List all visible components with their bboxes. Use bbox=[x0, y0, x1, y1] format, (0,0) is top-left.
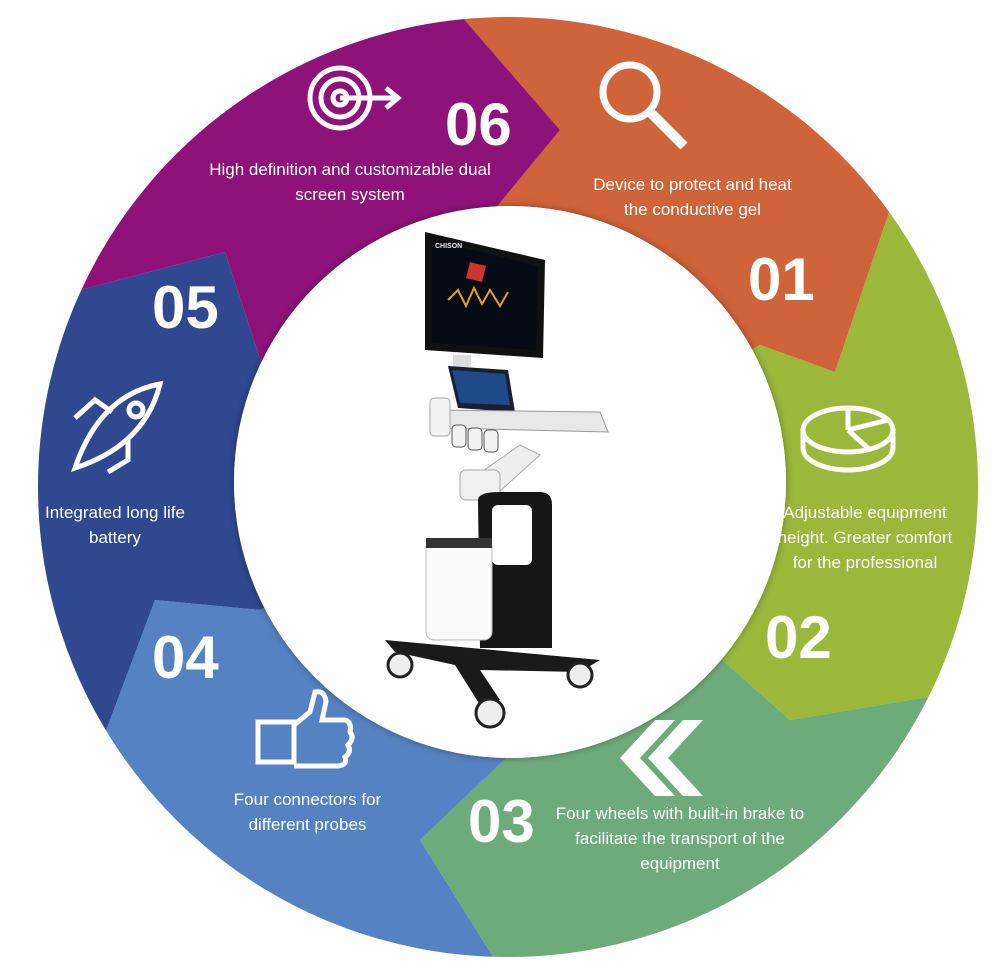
segment-02-text: Adjustable equipment height. Greater com… bbox=[777, 503, 953, 572]
segment-05-number: 05 bbox=[152, 274, 219, 341]
wheel bbox=[386, 651, 414, 679]
segment-04-text: Four connectors for different probes bbox=[233, 790, 382, 834]
segment-01-number: 01 bbox=[748, 246, 815, 313]
segment-02-number: 02 bbox=[765, 604, 832, 671]
segment-03-number: 03 bbox=[468, 788, 535, 855]
segment-01-text: Device to protect and heat the conductiv… bbox=[593, 175, 792, 219]
segment-06-text: High definition and customizable dual sc… bbox=[209, 160, 491, 204]
ultrasound-cart-image: CHISON bbox=[385, 232, 609, 729]
segment-05-text: Integrated long life battery bbox=[45, 503, 185, 547]
rocket-icon bbox=[71, 380, 164, 475]
wheel bbox=[566, 661, 594, 689]
pie-chart-icon bbox=[800, 405, 896, 473]
segment-06-number: 06 bbox=[445, 91, 512, 158]
wheel bbox=[474, 697, 506, 729]
thumbs-up-icon bbox=[255, 689, 355, 769]
target-icon bbox=[307, 65, 402, 131]
device-brand-label: CHISON bbox=[435, 243, 462, 250]
magnifier-icon bbox=[599, 61, 688, 150]
segment-04-number: 04 bbox=[152, 624, 219, 691]
double-chevron-left-icon bbox=[620, 720, 703, 796]
segment-03-text: Four wheels with built-in brake to facil… bbox=[555, 804, 805, 873]
